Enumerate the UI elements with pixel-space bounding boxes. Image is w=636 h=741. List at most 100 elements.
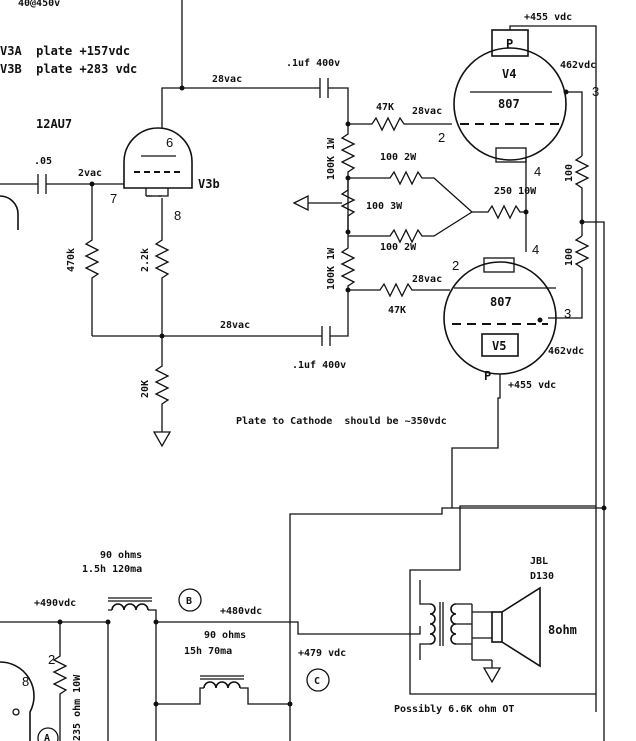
v4-type: 807 (498, 97, 520, 111)
speaker-impedance: 8ohm (548, 623, 577, 637)
resistor-47k-bot (348, 282, 450, 298)
v4-plate-vdc: +455 vdc (524, 12, 572, 23)
cap2-out-wire (330, 290, 349, 337)
v4-screen-vdc: 462vdc (560, 60, 596, 71)
speaker-brand: JBL (530, 556, 548, 567)
v4-envelope (453, 47, 567, 161)
output-transformer (419, 580, 473, 660)
r47k-bot-label: 47K (388, 305, 406, 316)
v3b-plate-label: V3B plate +283 vdc (0, 62, 137, 76)
node-c-label: C (314, 676, 320, 687)
rect-pin8: 8 (22, 674, 29, 689)
resistor-20k (154, 336, 170, 432)
choke2-coil (203, 681, 241, 689)
v5-screen-vdc: 462vdc (548, 346, 584, 357)
v4-grid-vac-label: 28vac (412, 106, 442, 117)
node-b-circle (178, 588, 202, 612)
r100a-label: 100 (564, 164, 575, 182)
v4-pin2: 2 (438, 130, 445, 145)
pot-100-3w (340, 178, 356, 232)
choke1-spec: 1.5h 120ma (82, 564, 142, 575)
resistor-47k-top (348, 116, 452, 132)
v4-screen-wire (566, 91, 583, 156)
speaker-model: D130 (530, 571, 554, 582)
ground-symbol-1 (152, 431, 172, 448)
v5-plate-wire (289, 374, 501, 630)
v490-label: +490vdc (34, 598, 76, 609)
plate-cathode-note: Plate to Cathode should be ~350vdc (236, 416, 447, 427)
cap2-label: .1uf 400v (292, 360, 346, 371)
v5-pin2: 2 (452, 258, 459, 273)
resistor-235 (52, 622, 68, 741)
v480-label: +480vdc (220, 606, 262, 617)
screen-supply-wire (582, 221, 605, 741)
v4-tube (453, 29, 567, 163)
grid-vac-label: 2vac (78, 168, 102, 179)
r100b-label: 100 (564, 248, 575, 266)
v5-pin4: 4 (532, 242, 539, 257)
v5-tube (443, 257, 557, 375)
v4-plate-p: P (506, 37, 513, 51)
v4-name: V4 (502, 67, 516, 81)
choke2-leads (156, 687, 290, 705)
pot-label: 100 3W (366, 201, 403, 212)
resistor-100k-bot (340, 232, 356, 292)
v5-plate-cap (481, 333, 519, 357)
v4-pin4: 4 (534, 164, 541, 179)
r22k-label: 2.2k (140, 248, 151, 272)
b-plus-wire (156, 621, 421, 635)
resistor-screen-100-b (548, 235, 590, 319)
top-cap-rating: 40@450v (18, 0, 60, 9)
v5-plate-vdc: +455 vdc (508, 380, 556, 391)
v479-label: +479 vdc (298, 648, 346, 659)
r100k-top-label: 100K 1W (326, 137, 337, 180)
coupling-cap-label: .05 (34, 156, 52, 167)
v3b-triode (123, 127, 193, 197)
r20k-label: 20K (140, 380, 151, 398)
rect-pin2: 2 (48, 652, 55, 667)
v3b-pin6-label: 6 (166, 135, 173, 150)
node-a-circle (37, 727, 59, 741)
cap1-label: .1uf 400v (286, 58, 340, 69)
v5-pin3: 3 (564, 306, 571, 321)
speaker (472, 586, 541, 668)
v5-grid-vac-label: 28vac (412, 274, 442, 285)
r250-label: 250 10W (494, 186, 537, 197)
r100k-bot-label: 100K 1W (326, 247, 337, 290)
choke2-ohms: 90 ohms (204, 630, 246, 641)
resistor-250-10w (472, 204, 526, 220)
v3a-plate-label: V3A plate +157vdc (0, 44, 130, 58)
cathode-vac-label: 28vac (220, 320, 250, 331)
ot-primary-wire (409, 505, 596, 695)
v3b-cathode (145, 188, 169, 197)
r100-2w-bot-label: 100 2W (380, 242, 417, 253)
tube-type-label: 12AU7 (36, 117, 72, 131)
resistor-screen-100-a (574, 155, 590, 236)
ground-symbol-2 (482, 667, 502, 684)
v3b-pin7-label: 7 (110, 191, 117, 206)
r470k-label: 470k (66, 248, 77, 272)
r235-label: 235 ohm 10W (72, 674, 83, 741)
resistor-100k-top (340, 120, 356, 232)
r100-2w-top-label: 100 2W (380, 152, 417, 163)
v3b-name-label: V3b (198, 177, 220, 191)
node-a-label: A (44, 733, 50, 741)
v3b-pin8-label: 8 (174, 208, 181, 223)
plate-vac-label: 28vac (212, 74, 242, 85)
choke1-ohms: 90 ohms (100, 550, 142, 561)
resistor-100-2w-bot (348, 211, 473, 244)
v3b-envelope (123, 127, 193, 189)
resistor-100-2w-top (348, 170, 473, 213)
r47k-top-label: 47K (376, 102, 394, 113)
v3a-partial-envelope (0, 195, 19, 230)
choke1-leads (108, 609, 157, 741)
choke2-spec: 15h 70ma (184, 646, 232, 657)
v5-name: V5 (492, 339, 506, 353)
node-c-circle (306, 668, 330, 692)
rect-output-wire (0, 621, 109, 741)
v5-type: 807 (490, 295, 512, 309)
rectifier-partial-envelope (0, 661, 35, 741)
cap1-out-wire (328, 87, 349, 120)
wiper-arrow-icon (292, 194, 309, 212)
